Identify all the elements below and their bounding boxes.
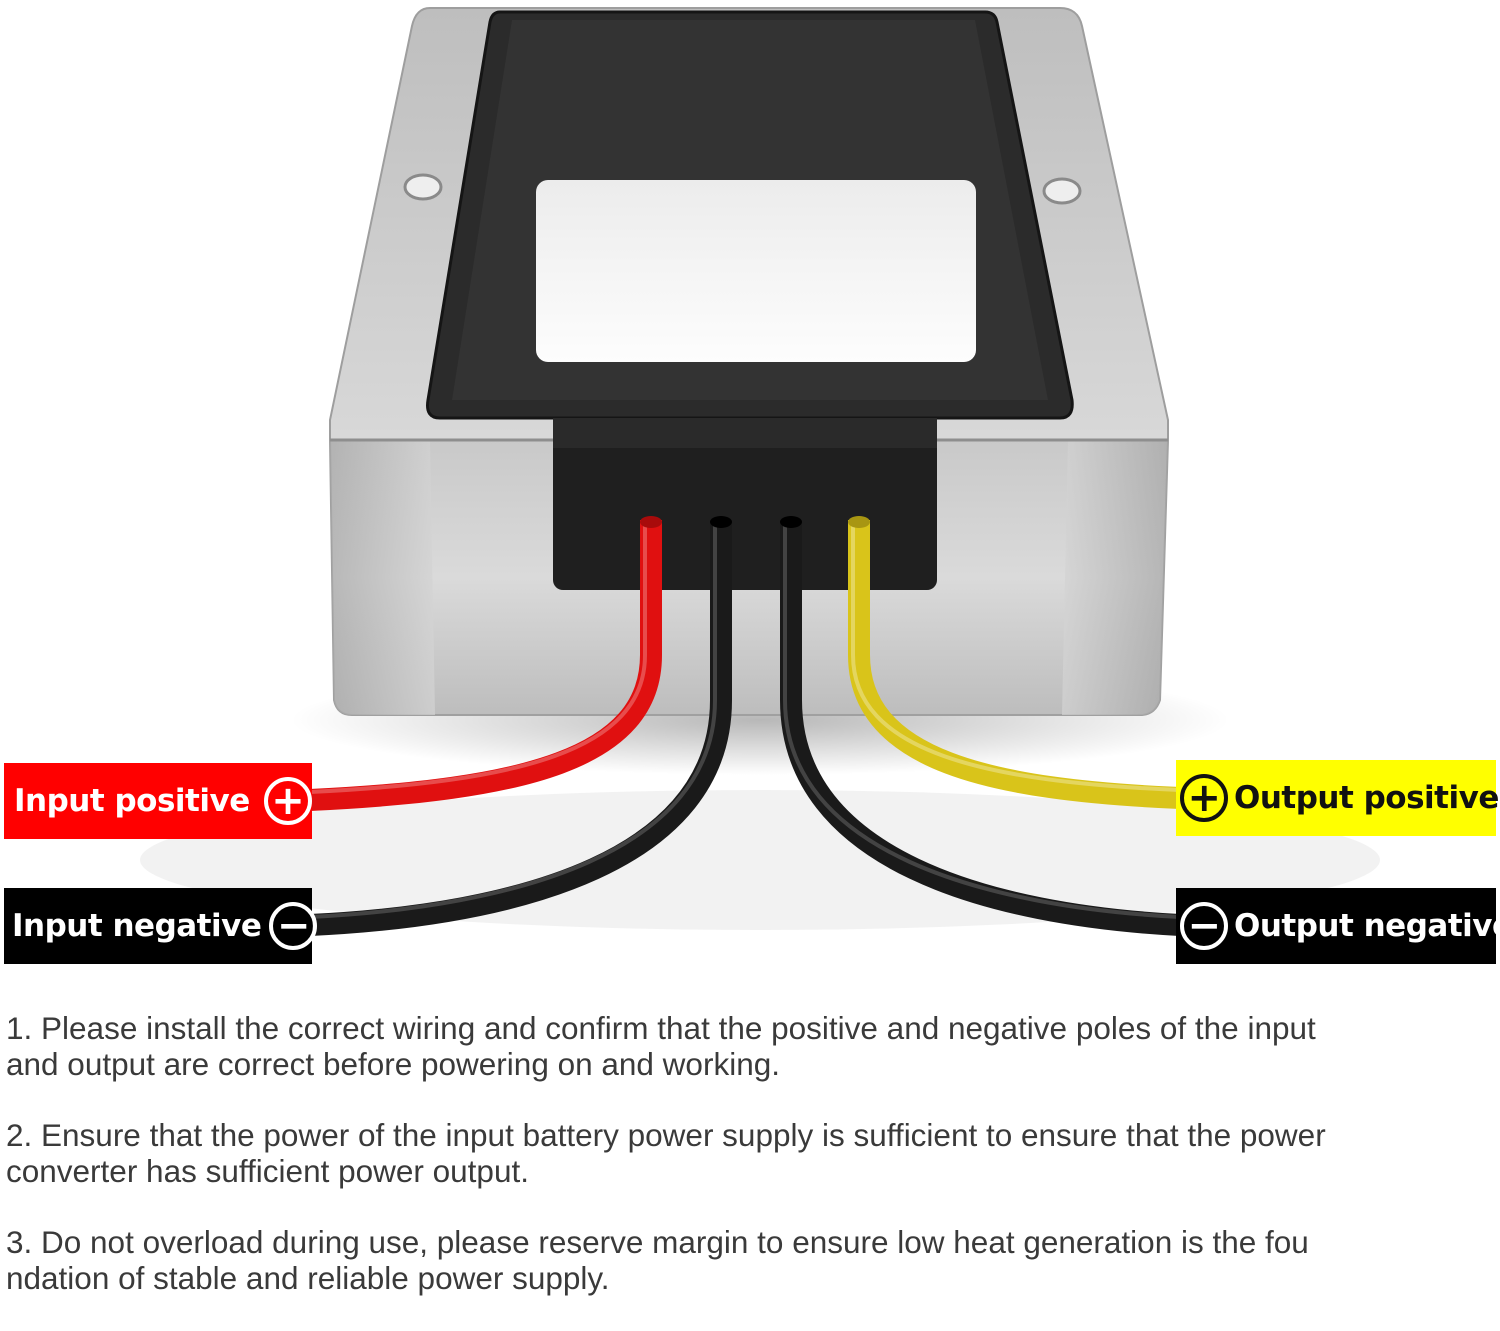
wire-cap-1 [640,516,662,528]
output-positive-text: Output positive [1234,780,1499,816]
input-positive-label: Input positive + [4,763,312,839]
output-positive-label: + Output positive [1176,760,1499,836]
wire-cap-4 [848,516,870,528]
wire-highlight-1 [309,525,647,794]
plus-icon: + [263,777,312,825]
housing-left-edge [330,440,435,715]
wire-cap-2 [710,516,732,528]
wire-highlight-4 [851,525,1181,792]
installation-notes: 1. Please install the correct wiring and… [6,1010,1500,1331]
input-negative-label: Input negative − [4,888,318,964]
wire-input-positive [309,520,662,811]
minus-icon: − [1180,902,1228,950]
minus-icon: − [269,902,318,950]
housing-right-edge [1062,440,1168,715]
floor-shadow-soft [140,790,1380,930]
wire-output-positive [848,520,1181,809]
plus-icon: + [1180,774,1228,822]
wire-exit-block-top [553,418,937,448]
wire-highlight-2 [309,525,717,919]
product-label-area [536,180,976,362]
wire-highlight-3 [783,525,1181,919]
mounting-hole-right [1042,177,1082,205]
output-negative-label: − Output negative [1176,888,1500,964]
wires [309,520,1181,936]
output-negative-text: Output negative [1234,908,1500,944]
note-item: 2. Ensure that the power of the input ba… [6,1117,1326,1189]
mounting-hole-left [403,173,443,201]
note-item: 3. Do not overload during use, please re… [6,1224,1309,1296]
input-positive-text: Input positive [14,783,250,819]
wire-cap-3 [780,516,802,528]
converter-wiring-diagram [140,7,1380,936]
wire-input-negative [309,520,732,936]
wire-output-negative [780,520,1181,936]
input-negative-text: Input negative [12,908,262,944]
note-item: 1. Please install the correct wiring and… [6,1010,1316,1082]
